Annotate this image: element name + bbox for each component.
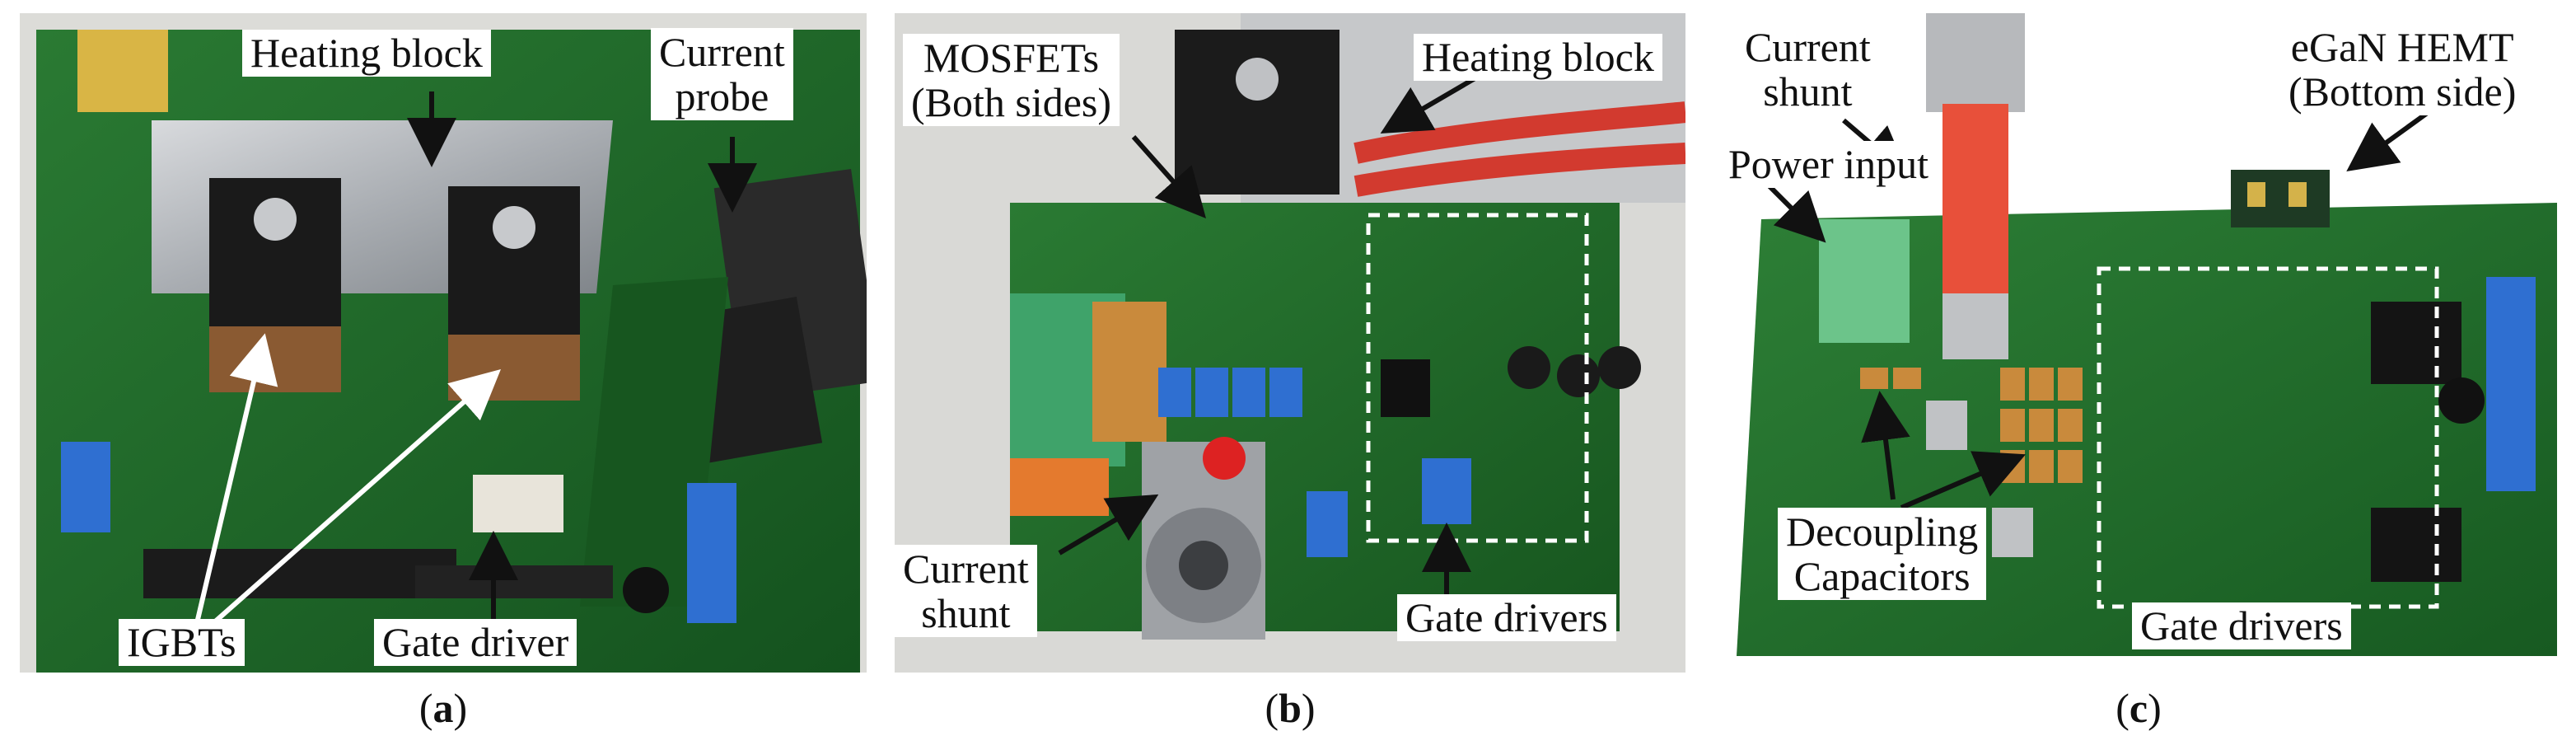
label-heating-block: Heating block — [242, 30, 491, 77]
label-current-shunt-b: Current shunt — [895, 545, 1037, 637]
photo-panel-a: Heating block Current probe IGBTs Gate d… — [20, 13, 867, 673]
panel-tag-c-letter: c — [2129, 685, 2148, 731]
label-gate-drivers-b: Gate drivers — [1397, 594, 1616, 641]
label-egan-hemt: eGaN HEMT (Bottom side) — [2280, 23, 2525, 115]
label-mosfets-line1: MOSFETs — [923, 35, 1100, 81]
label-current-shunt-b-line2: shunt — [921, 590, 1011, 636]
label-current-shunt-b-line1: Current — [903, 546, 1029, 592]
panel-tag-a-letter: a — [432, 685, 454, 731]
label-decoupling-capacitors: Decoupling Capacitors — [1778, 508, 1987, 600]
label-gate-drivers-c: Gate drivers — [2132, 602, 2351, 649]
label-current-probe: Current probe — [651, 28, 793, 120]
label-mosfets-line2: (Both sides) — [911, 79, 1112, 125]
label-heating-block-b: Heating block — [1414, 34, 1662, 81]
label-mosfets: MOSFETs (Both sides) — [903, 34, 1120, 126]
label-current-probe-line2: probe — [675, 73, 769, 120]
panel-tag-b: (b) — [1265, 685, 1316, 731]
label-current-shunt-c-line2: shunt — [1763, 68, 1853, 115]
label-gate-driver: Gate driver — [374, 619, 577, 666]
label-igbts: IGBTs — [119, 619, 245, 666]
label-decoupling-line2: Capacitors — [1793, 553, 1971, 599]
panel-tag-b-letter: b — [1279, 685, 1302, 731]
panel-tag-c: (c) — [2115, 685, 2162, 731]
pcb-photo-a — [20, 13, 867, 673]
label-power-input: Power input — [1720, 141, 1938, 188]
label-egan-hemt-line1: eGaN HEMT — [2290, 24, 2514, 70]
label-decoupling-line1: Decoupling — [1786, 509, 1979, 555]
photo-panel-b: MOSFETs (Both sides) Heating block Curre… — [895, 13, 1685, 673]
label-current-shunt-c: Current shunt — [1737, 23, 1879, 115]
label-egan-hemt-line2: (Bottom side) — [2288, 68, 2517, 115]
label-current-shunt-c-line1: Current — [1745, 24, 1871, 70]
photo-panel-c: Current shunt eGaN HEMT (Bottom side) Po… — [1720, 13, 2557, 673]
label-current-probe-line1: Current — [659, 29, 785, 75]
panel-tag-a: (a) — [418, 685, 468, 731]
